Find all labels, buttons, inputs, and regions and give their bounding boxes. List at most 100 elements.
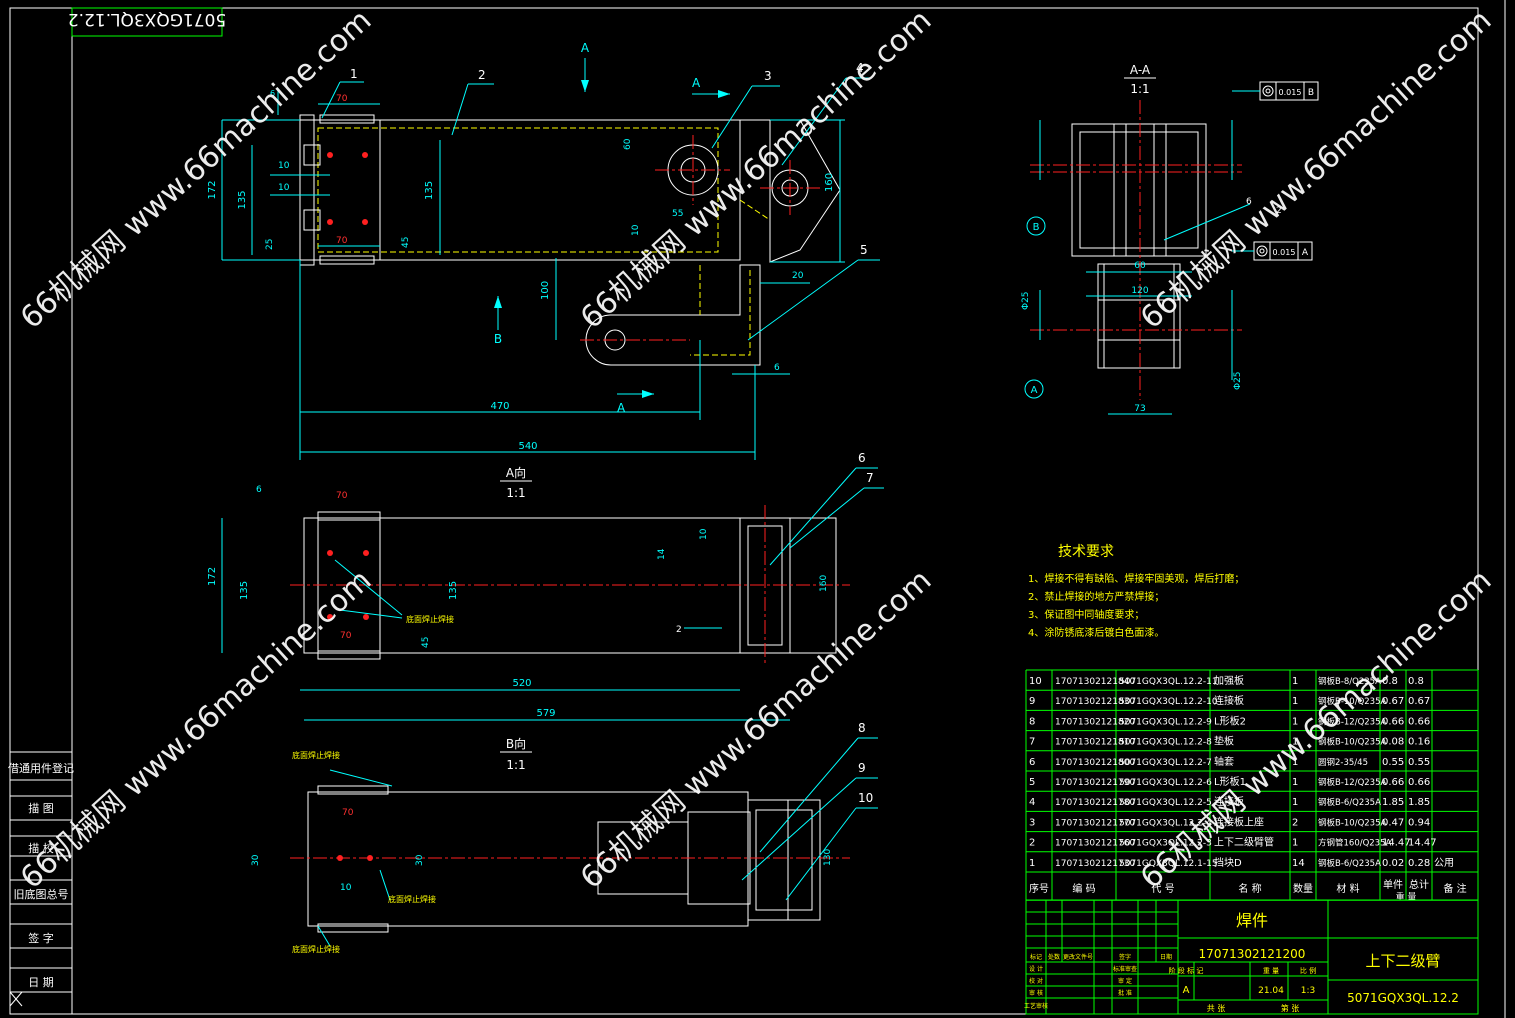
dim-470: 470 (490, 401, 509, 412)
dim-30-right: 30 (415, 854, 425, 866)
view-arrow-a-label: A (581, 41, 590, 55)
bom-cell: 0.8 (1382, 676, 1398, 687)
dim-135-inner: 135 (424, 181, 435, 200)
dim-135: 135 (237, 190, 248, 209)
bom-cell: 圆钢2-35/45 (1318, 757, 1368, 768)
datum-b-label: B (1033, 222, 1040, 233)
section-a-a: A-A 1:1 60 120 73 Φ25 Φ25 B A 0.015 (1021, 63, 1319, 415)
dim-135-view-a: 135 (239, 581, 250, 600)
view-b-scale: 1:1 (506, 758, 525, 772)
balloon-2: 2 (478, 68, 486, 82)
weld-symbol-view-a: 2 (676, 625, 682, 635)
strip-label-1: 借通用件登记 (8, 761, 74, 775)
view-b-title: B向 (506, 736, 526, 751)
bom-cell: 4 (1029, 797, 1035, 808)
dim-160-view-a: 160 (819, 575, 829, 592)
dim-14: 14 (657, 548, 667, 560)
sheet-index: 第 张 (1281, 1003, 1300, 1013)
balloon-4: 4 (856, 61, 864, 75)
bom-cell: 钢板B-6/Q235A (1318, 797, 1381, 808)
bom-cell: 钢板B-8/Q235A (1318, 676, 1381, 687)
balloon-10: 10 (858, 791, 873, 805)
tolerance-1-datum: B (1308, 88, 1314, 98)
role-label-4: 工艺审核 (1024, 1002, 1048, 1010)
dim-20: 20 (792, 271, 804, 281)
dim-60: 60 (623, 138, 633, 150)
bom-cell: 1 (1292, 716, 1298, 727)
bom-cell: 5071GQX3QL.12.2-5 (1119, 798, 1212, 808)
bom-cell: 5071GQX3QL.12.2-7 (1119, 758, 1212, 768)
bom-cell: 17071302121830 (1055, 697, 1135, 707)
view-b: B向 1:1 30 30 10 70 130 底面焊止焊接 底面焊止焊接 底面焊… (251, 721, 878, 954)
balloon-1: 1 (350, 67, 358, 81)
rev-label-4: 签字 (1119, 953, 1131, 961)
bom-cell: 5071GQX3QL.12.2-4 (1119, 818, 1212, 828)
flipped-drawing-number: 5071GQX3QL.12.2 (68, 9, 226, 29)
bom-cell: 挡块D (1214, 856, 1242, 869)
bom-cell: L形板2 (1214, 714, 1246, 727)
bom-cell: 7 (1029, 737, 1035, 748)
bom-cell: 10 (1029, 676, 1042, 687)
title-drawing-no: 5071GQX3QL.12.2 (1347, 991, 1459, 1005)
part-code: 17071302121200 (1199, 947, 1306, 961)
dim-phi25-left: Φ25 (1021, 291, 1031, 310)
tolerance-2-value: 0.015 (1273, 248, 1296, 257)
view-a-title: A向 (506, 465, 526, 480)
dim-172-view-a: 172 (207, 567, 218, 586)
main-view: A A B A (207, 41, 880, 460)
balloon-2-section: 2 (1276, 206, 1282, 216)
bom-cell: 轴套 (1214, 755, 1234, 768)
bom-cell: 5071GQX3QL.12.2-8 (1119, 738, 1212, 748)
bom-cell: 17071302121790 (1055, 778, 1135, 788)
bom-cell: 17071302121770 (1055, 818, 1135, 828)
view-a: A向 1:1 520 579 172 135 135 45 70 70 14 1… (207, 451, 884, 721)
title-block: 焊件 17071302121200 上下二级臂 5071GQX3QL.12.2 … (1024, 899, 1479, 1015)
tech-item-2: 2、禁止焊接的地方严禁焊接； (1028, 590, 1164, 603)
bom-cell: 钢板B-6/Q235A (1318, 858, 1381, 869)
dim-70-view-a-top: 70 (336, 491, 348, 501)
bom-cell: 0.66 (1382, 777, 1404, 788)
bom-cell: 连接板 (1214, 795, 1244, 808)
bom-cell: 5071GQX3QL.12.2-10 (1119, 697, 1218, 707)
tech-requirements: 技术要求 1、焊接不得有缺陷、焊接牢固美观，焊后打磨； 2、禁止焊接的地方严禁焊… (1028, 544, 1244, 639)
weld-note-view-b-3: 底面焊止焊接 (292, 944, 340, 954)
bom-header-cell: 总计 (1409, 878, 1429, 891)
dim-10-view-b: 10 (340, 883, 352, 893)
bom-cell: 17071302121810 (1055, 738, 1135, 748)
tech-item-3: 3、保证图中同轴度要求； (1028, 608, 1144, 621)
bom-cell: 5071GQX3QL.12.2-6 (1119, 778, 1212, 788)
bom-cell: 1 (1292, 696, 1298, 707)
bom-cell: 14.47 (1382, 838, 1411, 849)
bom-header-weight: 重 量 (1396, 891, 1417, 903)
bom-header-cell: 单件 (1383, 879, 1403, 891)
bom-cell: 0.55 (1408, 757, 1430, 768)
bom-cell: 5071GQX3QL.12.2-9 (1119, 717, 1212, 727)
weld-note-view-b-1: 底面焊止焊接 (292, 750, 340, 760)
bom-cell: 6 (1029, 757, 1035, 768)
bom-cell: 14 (1292, 858, 1305, 869)
lower-lug (585, 264, 761, 366)
bom-cell: 0.02 (1382, 858, 1404, 869)
dim-6: 6 (774, 363, 780, 373)
view-arrow-b-label: B (494, 332, 502, 346)
section-aa-title: A-A (1130, 63, 1151, 77)
balloon-6: 6 (858, 451, 866, 465)
sheets-total: 共 张 (1207, 1004, 1226, 1013)
dim-579: 579 (536, 708, 555, 719)
rev-label-5: 日期 (1160, 953, 1172, 961)
weight-value: 21.04 (1258, 986, 1284, 996)
bom-cell: 17071302121800 (1055, 758, 1135, 768)
bom-header-cell: 名 称 (1238, 882, 1261, 895)
bom-cell: 1 (1292, 676, 1298, 687)
weld-note-view-b-2: 底面焊止焊接 (388, 894, 436, 904)
bom-cell: 2 (1029, 838, 1035, 849)
bom-cell: 钢板B-10/Q235A (1318, 737, 1386, 748)
bom-cell: 1 (1292, 757, 1298, 768)
dim-70-view-b: 70 (342, 808, 354, 818)
bom-cell: 14.47 (1408, 838, 1437, 849)
strip-label-5: 签 字 (28, 931, 54, 945)
tolerance-1-value: 0.015 (1279, 88, 1302, 97)
bom-header-cell: 材 料 (1336, 882, 1359, 895)
role-label-2: 校 对 (1029, 977, 1043, 985)
